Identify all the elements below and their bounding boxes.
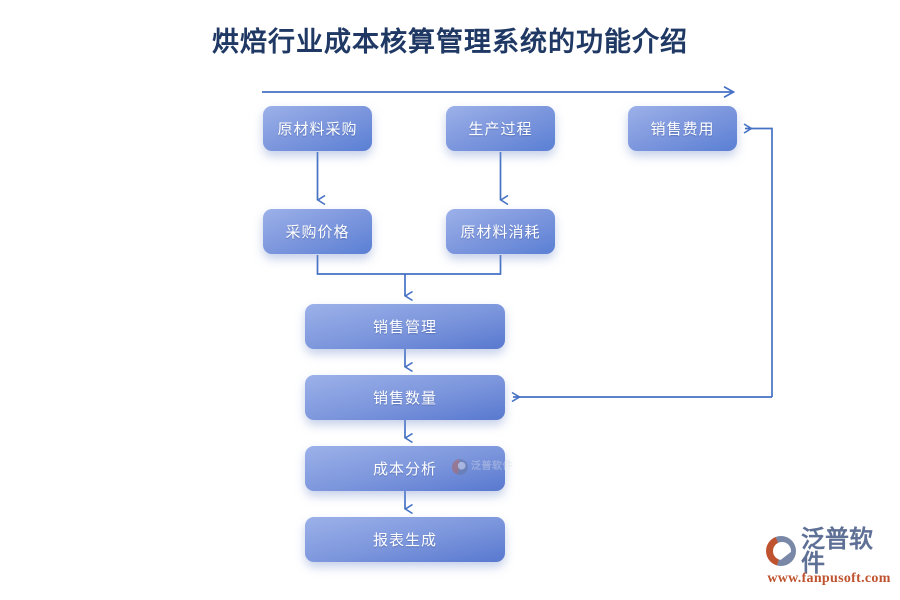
node-report-generation[interactable] bbox=[305, 517, 505, 562]
brand-name: 泛普软件 bbox=[801, 525, 873, 577]
page-title: 烘焙行业成本核算管理系统的功能介绍 bbox=[212, 27, 688, 57]
node-raw-material-purchase[interactable] bbox=[263, 106, 372, 151]
node-production-process[interactable] bbox=[446, 106, 555, 151]
node-purchase-price[interactable] bbox=[263, 209, 372, 254]
edge-price-to-sales-mgmt bbox=[316, 255, 405, 275]
fanpu-logo-icon bbox=[452, 459, 468, 475]
node-sales-management[interactable] bbox=[305, 304, 505, 349]
edge-consume-to-sales-mgmt bbox=[405, 255, 502, 275]
node-cost-analysis[interactable] bbox=[305, 446, 505, 491]
node-sales-expense[interactable] bbox=[628, 106, 737, 151]
node-sales-quantity[interactable] bbox=[305, 375, 505, 420]
brand-url: www.fanpusoft.com bbox=[767, 571, 891, 586]
inline-watermark: 泛普软件 bbox=[452, 452, 516, 482]
fanpu-logo-icon bbox=[766, 536, 796, 566]
inline-watermark-label: 泛普软件 bbox=[471, 461, 513, 472]
edge-qty-to-sales-expense bbox=[513, 129, 773, 398]
node-raw-material-consume[interactable] bbox=[446, 209, 555, 254]
brand-logo: 泛普软件 www.fanpusoft.com bbox=[766, 527, 892, 593]
